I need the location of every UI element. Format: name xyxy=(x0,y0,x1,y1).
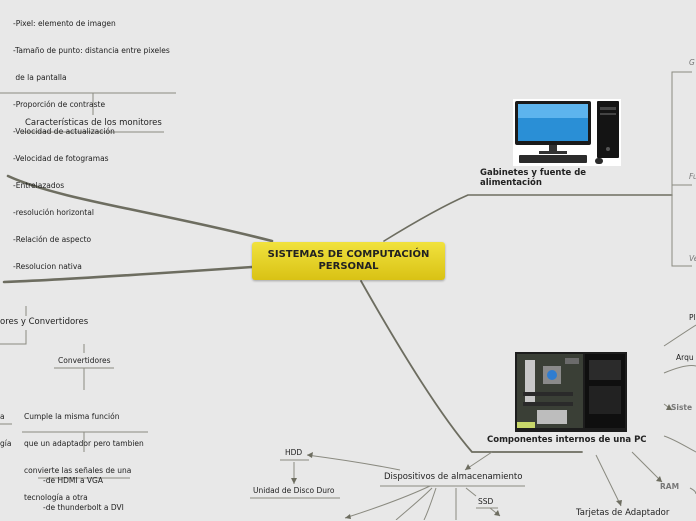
example-line: -de HDMI a VGA xyxy=(43,476,103,485)
example-line: -de thunderbolt a DVI xyxy=(43,503,124,512)
central-title-line2: PERSONAL xyxy=(318,261,379,272)
pc-internals-image xyxy=(515,352,627,432)
description-line: convierte las señales de una xyxy=(24,466,132,475)
monitor-feature: -Pixel: elemento de imagen xyxy=(13,19,116,28)
right-edge-label-ve[interactable]: Ve xyxy=(689,254,696,263)
converters-node[interactable]: Convertidores xyxy=(58,356,111,365)
components-node[interactable]: Componentes internos de una PC xyxy=(487,435,647,445)
gabinetes-line1: Gabinetes y fuente de xyxy=(480,168,587,178)
monitor-feature: -Entrelazados xyxy=(13,181,65,190)
central-title-line1: SISTEMAS DE COMPUTACIÓN xyxy=(267,248,430,260)
monitor-feature: -Tamaño de punto: distancia entre pixele… xyxy=(13,46,170,55)
component-ram[interactable]: RAM xyxy=(660,482,680,491)
monitor-features-title[interactable]: Características de los monitores xyxy=(25,118,162,128)
description-line: que un adaptador pero tambien xyxy=(24,439,144,448)
monitor-feature: -Velocidad de fotogramas xyxy=(13,154,109,163)
ssd-node[interactable]: SSD xyxy=(478,497,494,506)
storage-devices-node[interactable]: Dispositivos de almacenamiento xyxy=(384,472,523,482)
monitor-feature: -Resolucion nativa xyxy=(13,262,82,271)
component-siste[interactable]: Siste xyxy=(671,403,693,412)
component-arqu[interactable]: Arqu xyxy=(676,353,694,362)
left-fragment-line: a xyxy=(0,412,5,421)
converter-examples[interactable]: -de HDMI a VGA -de thunderbolt a DVI xyxy=(43,458,124,521)
monitor-feature: de la pantalla xyxy=(13,73,67,82)
tarjetas-adaptador-node[interactable]: Tarjetas de Adaptador xyxy=(576,508,670,518)
monitor-feature: -Proporción de contraste xyxy=(13,100,106,109)
converter-description[interactable]: Cumple la misma función que un adaptador… xyxy=(24,394,144,511)
monitor-feature: -resolución horizontal xyxy=(13,208,94,217)
hdd-node[interactable]: HDD xyxy=(285,448,303,457)
left-fragment-line: gía xyxy=(0,439,12,448)
monitor-feature: -Relación de aspecto xyxy=(13,235,92,244)
left-fragment-text: a gía xyxy=(0,394,11,457)
description-line: Cumple la misma función xyxy=(24,412,120,421)
gabinetes-line2: alimentación xyxy=(480,177,542,188)
monitor-feature: -Velocidad de actualización xyxy=(13,127,115,136)
description-line: tecnología a otra xyxy=(24,493,88,502)
monitor-features-list: -Pixel: elemento de imagen -Tamaño de pu… xyxy=(13,1,170,280)
desktop-computer-image xyxy=(513,99,621,166)
hdd-unit-node[interactable]: Unidad de Disco Duro xyxy=(253,486,335,495)
gabinetes-node[interactable]: Gabinetes y fuente de alimentación xyxy=(480,168,587,189)
central-topic[interactable]: SISTEMAS DE COMPUTACIÓN PERSONAL xyxy=(252,242,445,280)
right-edge-label-fu[interactable]: Fu xyxy=(689,172,696,181)
right-edge-label-g[interactable]: G xyxy=(689,58,695,67)
component-pl[interactable]: Pl xyxy=(689,313,696,322)
adapters-converters-title[interactable]: ores y Convertidores xyxy=(0,317,89,327)
